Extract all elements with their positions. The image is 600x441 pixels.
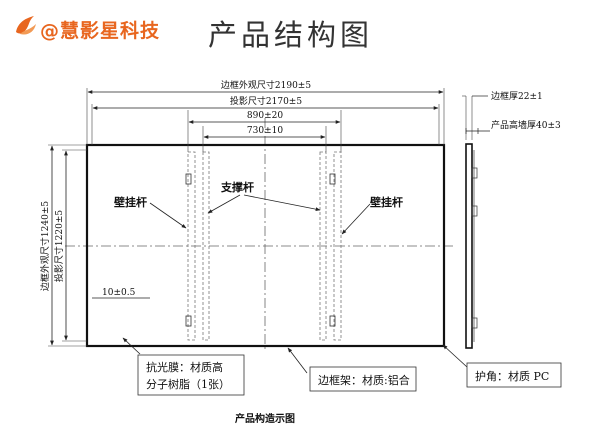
label-support-rod: 支撑杆 xyxy=(220,180,254,194)
label-wall-rod-left: 壁挂杆 xyxy=(114,195,147,209)
dim-inner-span: 730±10 xyxy=(247,126,283,136)
dim-frame-height: 边框外观尺寸1240±5 xyxy=(39,201,51,291)
brand-name: @慧影星科技 xyxy=(40,20,161,42)
dim-edge-offset: 10±0.5 xyxy=(102,288,136,298)
brand-logo: @慧影星科技 xyxy=(12,10,182,44)
callout-box-corner xyxy=(466,362,562,388)
callout-film-line2: 分子树脂（1张） xyxy=(146,377,230,391)
dim-projection-width: 投影尺寸2170±5 xyxy=(230,95,302,107)
dim-outer-span: 890±20 xyxy=(247,111,283,121)
callout-frame-material: 边框架：材质:铝合 xyxy=(318,373,410,387)
rod-right-inner xyxy=(319,151,327,341)
callout-box-film xyxy=(137,354,245,396)
dim-wall-thickness: 产品高墙厚40±3 xyxy=(491,119,561,131)
callout-box-frame xyxy=(309,366,417,392)
rod-left-inner xyxy=(202,151,210,341)
rod-left-outer xyxy=(185,151,196,341)
screen-frame xyxy=(85,143,446,348)
callout-film-line1: 抗光膜：材质高 xyxy=(146,360,223,374)
diagram-caption: 产品构造示图 xyxy=(235,412,295,425)
label-wall-rod-right: 壁挂杆 xyxy=(370,195,403,209)
flame-logo-icon xyxy=(16,16,36,35)
page-title: 产品结构图 xyxy=(208,18,374,52)
rod-right-outer xyxy=(329,151,342,341)
side-view-profile xyxy=(465,143,478,349)
dim-frame-thickness: 边框厚22±1 xyxy=(491,90,543,102)
dim-frame-width: 边框外观尺寸2190±5 xyxy=(221,79,311,91)
callout-corner: 护角：材质 PC xyxy=(475,369,549,383)
dim-projection-height: 投影尺寸1220±5 xyxy=(53,210,65,282)
